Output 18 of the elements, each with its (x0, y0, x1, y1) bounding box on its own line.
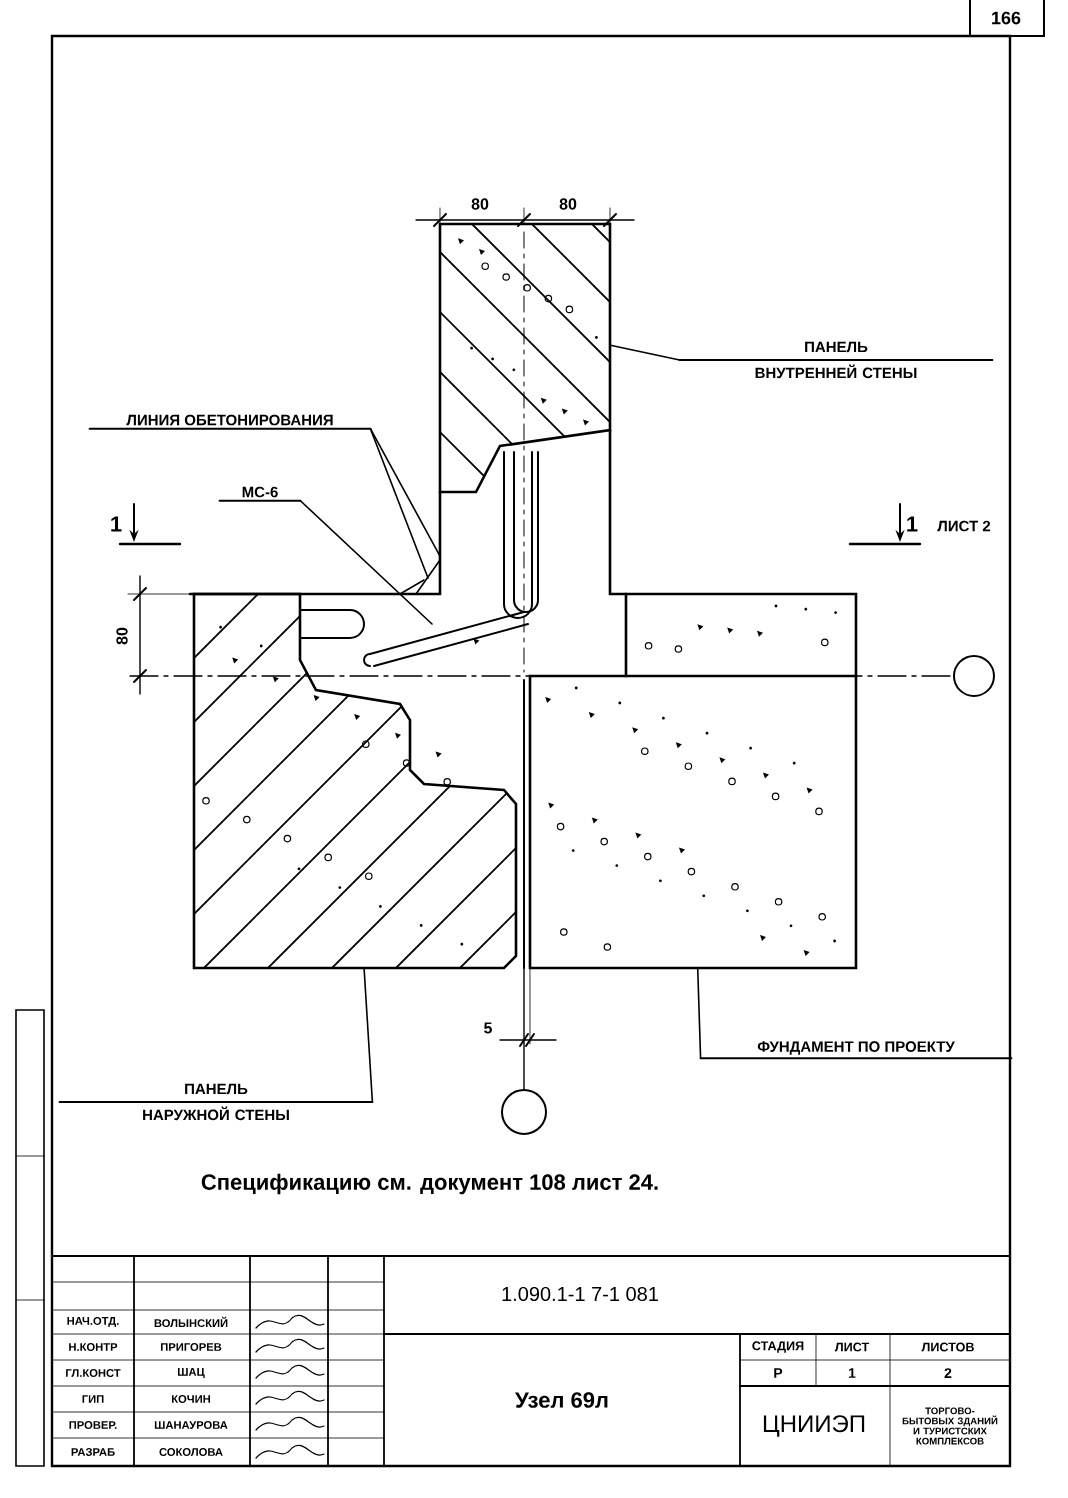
leader-line (363, 967, 374, 1103)
document-code: 1.090.1-1 7-1 081 (502, 1286, 658, 1302)
foundation-drawing (528, 592, 858, 970)
note-text: Спецификацию см. документ 108 лист 24. (201, 1173, 658, 1195)
leader-line (369, 427, 429, 579)
sheet-title: Узел 69л (515, 1392, 608, 1408)
section-number: 1 (111, 516, 122, 532)
leader-line (299, 499, 433, 625)
section-number: 1 (907, 516, 918, 532)
organization-name: ЦНИИЭП (763, 1415, 865, 1437)
wall-panel-drawing (438, 222, 612, 494)
leader-line (609, 344, 681, 361)
dimension-text: 5 (484, 1022, 492, 1034)
dimension-text: 80 (116, 627, 128, 645)
wall-panel-drawing (192, 592, 518, 970)
page-number: 166 (992, 11, 1021, 25)
leader-line (369, 427, 441, 557)
leader-line (696, 967, 702, 1059)
